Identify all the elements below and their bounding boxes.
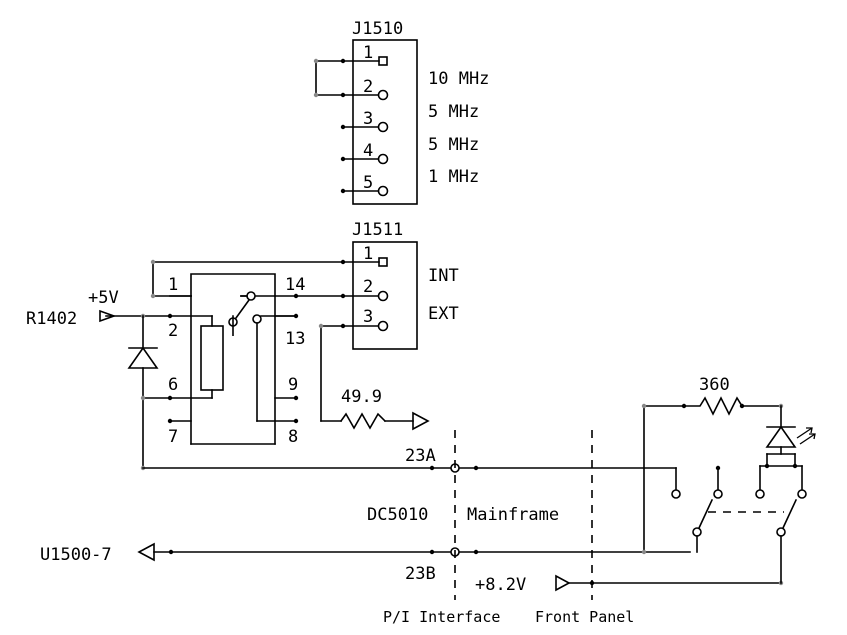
switch-arm-left (697, 498, 714, 530)
diode (127, 346, 159, 369)
relay-pin-label: 14 (285, 275, 305, 295)
j1510-pin-3 (377, 121, 389, 133)
signal-label-int: INT (428, 266, 459, 286)
node-label-23b: 23B (405, 564, 436, 584)
relay-body-top (190, 273, 276, 297)
relay: 1 2 6 7 14 13 9 8 (105, 273, 305, 447)
relay-contact-13 (252, 314, 262, 324)
section-label-dc5010: DC5010 (367, 505, 428, 525)
relay-pin-label: 8 (288, 427, 298, 447)
wire-led-feed (643, 405, 685, 553)
resistor-label-49-9: 49.9 (341, 387, 382, 407)
frequency-label: 1 MHz (428, 167, 479, 187)
switch-arm-right (781, 498, 798, 530)
relay-pin-label: 2 (168, 321, 178, 341)
frequency-label: 10 MHz (428, 69, 489, 89)
led-light-arrow (796, 427, 813, 439)
switch-common (776, 527, 786, 537)
signal-label-ext: EXT (428, 304, 459, 324)
j1510-pin-label: 5 (363, 173, 373, 193)
j1510-pin-1-square (378, 56, 388, 66)
j1510-pin-4 (377, 153, 389, 165)
supply-label-plus8v2: +8.2V (475, 575, 526, 595)
u1500-arrow (137, 542, 155, 562)
switch-contact (755, 489, 765, 499)
j1510-pin-label: 1 (363, 43, 373, 63)
relay-switch-arm (234, 298, 251, 320)
relay-pin-label: 9 (288, 375, 298, 395)
switch-contact (797, 489, 807, 499)
j1510-pin-label: 2 (363, 77, 373, 97)
j1511-pin-1-square (378, 257, 388, 267)
node-label-23a: 23A (405, 446, 436, 466)
j1510-pin-2 (377, 89, 389, 101)
plus8v2-arrow (555, 574, 571, 592)
j1510-pin-5 (377, 185, 389, 197)
connector-j1511: J1511 1 2 3 (352, 220, 418, 350)
connector-j1510-body (352, 39, 418, 205)
switch-contact (671, 489, 681, 499)
resistor-label-r1402: R1402 (26, 309, 77, 329)
section-label-mainframe: Mainframe (467, 505, 559, 525)
section-label-front-panel: Front Panel (535, 608, 634, 626)
switch-contact (713, 489, 723, 499)
resistor-49-9-arrow (412, 411, 430, 431)
output-label-u1500: U1500-7 (40, 545, 112, 565)
relay-contact-14 (246, 291, 256, 301)
relay-pin-label: 13 (285, 329, 305, 349)
j1511-pin-3 (377, 320, 389, 332)
front-panel-switch (671, 465, 807, 584)
jumper-1-2 (315, 60, 344, 96)
j1511-pin-label: 2 (363, 277, 373, 297)
j1510-pin-label: 4 (363, 141, 373, 161)
relay-pin-label: 6 (168, 375, 178, 395)
supply-label-plus5v: +5V (88, 288, 119, 308)
led (765, 425, 797, 448)
j1511-pin-label: 3 (363, 307, 373, 327)
switch-common (692, 527, 702, 537)
r1402-arrow (99, 309, 117, 323)
connector-j1510-label: J1510 (352, 19, 403, 39)
frequency-label: 5 MHz (428, 102, 479, 122)
relay-pin-label: 7 (168, 427, 178, 447)
j1511-pin-label: 1 (363, 244, 373, 264)
relay-coil (200, 325, 224, 391)
j1510-pin-label: 3 (363, 109, 373, 129)
section-label-pi-interface: P/I Interface (383, 608, 500, 626)
connector-j1511-label: J1511 (352, 220, 403, 240)
relay-pin-label: 1 (168, 275, 178, 295)
resistor-360 (683, 396, 744, 416)
j1511-pin-2 (377, 290, 389, 302)
resistor-49-9 (339, 412, 387, 430)
resistor-label-360: 360 (699, 375, 730, 395)
wire-int-loop (152, 261, 380, 297)
connector-j1510: J1510 1 2 3 4 5 (313, 19, 418, 205)
frequency-label: 5 MHz (428, 135, 479, 155)
